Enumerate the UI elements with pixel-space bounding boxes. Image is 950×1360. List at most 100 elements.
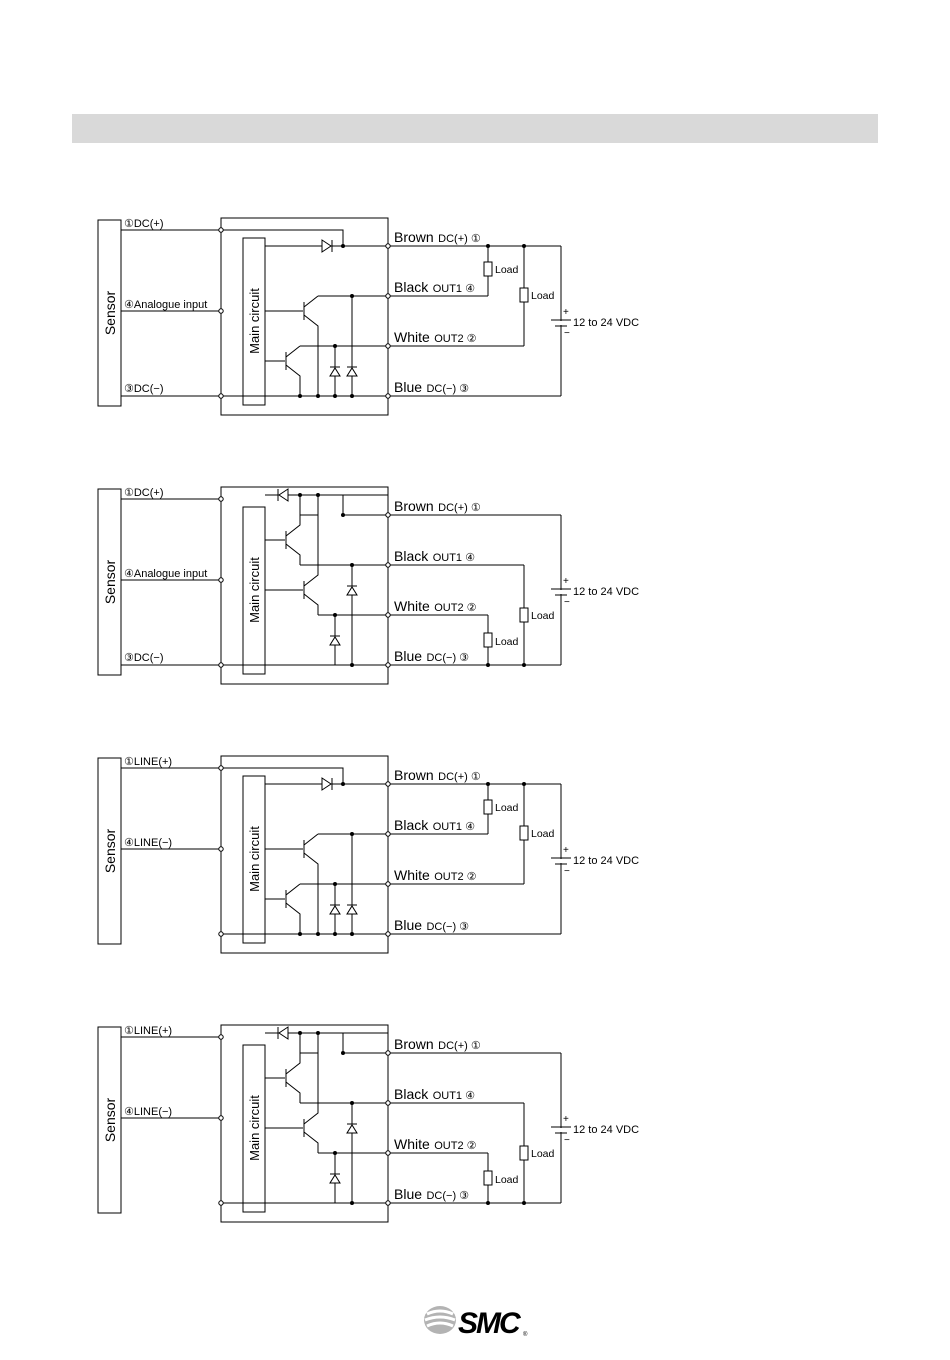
supply-plus: + [563,845,569,856]
brown-wire-label: Brown DC(+) ① [394,229,481,246]
terminal-left-bot [218,393,224,399]
transistor-supply-rail [299,1033,319,1054]
switch-body-box [220,1024,389,1223]
supply-voltage-label: 12 to 24 VDC [573,1124,639,1136]
transistor1-emitter [285,543,301,565]
transistor2-emitter [303,593,319,615]
terminal-white [385,881,391,887]
terminal-left-mid [218,846,224,852]
load1-label: Load [495,1174,519,1186]
zener2-icon [346,367,358,377]
load2-label: Load [531,610,555,622]
diode-icon [321,777,332,791]
zener2-icon [346,586,358,596]
left-mid-label: ④LINE(−) [124,1106,172,1118]
smc-logo: SMC ® [420,1302,532,1342]
transistor1-collector [303,295,319,308]
diode-icon [278,1026,289,1040]
blue-wire-label: Blue DC(−) ③ [394,1186,469,1203]
left-mid-label: ④LINE(−) [124,837,172,849]
sensor-label: Sensor [102,559,118,604]
terminal-left-top [218,496,224,502]
terminal-blue [385,1200,391,1206]
black-wire-label: Black OUT1 ④ [394,279,475,296]
terminal-left-bot [218,662,224,668]
terminal-left-bot [218,1200,224,1206]
wiring-diagram-npn-line: Sensor Main circuit ①LINE(+) ④LINE(−) Br… [0,736,950,986]
terminal-brown [385,1050,391,1056]
smc-logo-mark-icon [424,1306,456,1334]
white-wire-label: White OUT2 ② [394,867,477,884]
brown-wire-label: Brown DC(+) ① [394,767,481,784]
left-top-label: ①LINE(+) [124,756,172,768]
load1-resistor [483,799,493,815]
load1-label: Load [495,264,519,276]
terminal-brown [385,243,391,249]
load2-resistor [519,1145,529,1161]
brown-wire-label: Brown DC(+) ① [394,498,481,515]
zener2-icon [346,905,358,915]
transistor1-emitter [303,314,319,396]
zener1-icon [329,636,341,646]
load2-label: Load [531,828,555,840]
supply-gap [558,1128,564,1132]
transistor2-emitter [285,364,301,396]
left-mid-label: ④Analogue input [124,299,207,311]
terminal-brown [385,512,391,518]
load1-resistor [483,1170,493,1186]
terminal-left-mid [218,1115,224,1121]
terminal-black [385,562,391,568]
supply-gap [558,590,564,594]
blue-wire-label: Blue DC(−) ③ [394,648,469,665]
main-circuit-label: Main circuit [247,1095,262,1161]
transistor-supply-rail [299,495,319,516]
switch-body-box [220,486,389,685]
terminal-left-bot [218,931,224,937]
wiring-diagram-pnp-line: Sensor Main circuit ①LINE(+) ④LINE(−) Br… [0,1005,950,1255]
blue-wire-label: Blue DC(−) ③ [394,917,469,934]
load2-resistor [519,825,529,841]
sensor-box [97,757,122,945]
transistor2-collector [285,345,301,358]
main-circuit-label: Main circuit [247,826,262,892]
diode-bridge [221,229,344,246]
smc-logo-text: SMC [458,1307,522,1340]
zener1-icon [329,367,341,377]
supply-voltage-label: 12 to 24 VDC [573,317,639,329]
load1-resistor [483,632,493,648]
terminal-left-mid [218,577,224,583]
diode-bridge [221,767,344,784]
zener1-icon [329,1174,341,1184]
wiring-diagram-pnp-analogue: Sensor Main circuit ①DC(+) ④Analogue inp… [0,467,950,717]
terminal-blue [385,931,391,937]
sensor-label: Sensor [102,828,118,873]
transistor1-collector [285,1053,301,1075]
supply-plus: + [563,307,569,318]
load2-label: Load [531,290,555,302]
left-top-label: ①LINE(+) [124,1025,172,1037]
zener1-icon [329,905,341,915]
wiring-diagram-npn-analogue: Sensor Main circuit ①DC(+) ④Analogue inp… [0,198,950,448]
diode-bridge [342,495,388,516]
supply-minus: − [564,597,570,608]
sensor-box [97,488,122,676]
terminal-brown [385,781,391,787]
sensor-box [97,219,122,407]
left-bot-label: ③DC(−) [124,652,164,664]
transistor2-emitter [303,1131,319,1153]
supply-plus: + [563,576,569,587]
transistor2-collector [285,883,301,896]
main-circuit-box [242,775,266,944]
section-header-band [72,114,878,143]
load1-resistor [483,261,493,277]
terminal-black [385,293,391,299]
terminal-white [385,343,391,349]
supply-minus: − [564,328,570,339]
left-mid-label: ④Analogue input [124,568,207,580]
transistor1-emitter [285,1081,301,1103]
transistor2-collector [303,1053,319,1125]
terminal-left-top [218,765,224,771]
terminal-blue [385,393,391,399]
supply-voltage-label: 12 to 24 VDC [573,586,639,598]
terminal-blue [385,662,391,668]
